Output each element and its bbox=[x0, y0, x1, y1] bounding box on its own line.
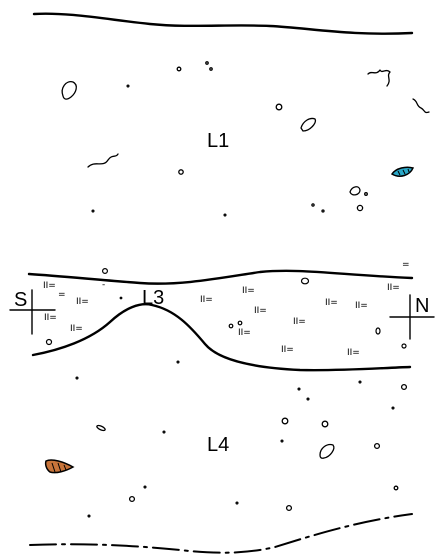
svg-text:-: - bbox=[102, 280, 105, 290]
pebble bbox=[224, 214, 226, 216]
layer-label-l3: L3 bbox=[142, 287, 164, 309]
pebble bbox=[301, 118, 315, 131]
l3-top-boundary bbox=[29, 271, 412, 284]
blue-find-icon bbox=[392, 167, 413, 176]
svg-text:II=: II= bbox=[70, 324, 83, 334]
svg-text:II=: II= bbox=[281, 345, 294, 355]
pebble bbox=[206, 62, 208, 64]
pebble bbox=[365, 193, 368, 196]
pebble bbox=[179, 170, 183, 174]
svg-text:II=: II= bbox=[387, 283, 400, 293]
pebble bbox=[312, 204, 314, 206]
l1-inclusions bbox=[62, 62, 429, 216]
root-trace bbox=[88, 154, 118, 167]
excavation-limit-line bbox=[30, 514, 412, 553]
ground-surface-line bbox=[34, 14, 412, 34]
l3-bottom-boundary bbox=[33, 304, 410, 370]
orange-find-icon bbox=[46, 460, 73, 473]
l4-inclusions bbox=[76, 361, 406, 517]
svg-text:=: = bbox=[58, 290, 66, 300]
svg-text:II=: II= bbox=[43, 281, 56, 291]
svg-text:II=: II= bbox=[242, 286, 255, 296]
svg-text:II=: II= bbox=[254, 306, 267, 316]
layer-label-l1: L1 bbox=[207, 130, 229, 152]
pebble bbox=[210, 68, 212, 70]
root-trace bbox=[368, 70, 390, 86]
svg-text:II=: II= bbox=[44, 313, 57, 323]
svg-text:II=: II= bbox=[347, 348, 360, 358]
orientation-label-north: N bbox=[415, 295, 429, 317]
svg-text:=: = bbox=[402, 260, 410, 270]
svg-text:II=: II= bbox=[293, 317, 306, 327]
pebble bbox=[92, 210, 94, 212]
svg-text:II=: II= bbox=[238, 328, 251, 338]
svg-text:II=: II= bbox=[76, 297, 89, 307]
root-trace bbox=[413, 99, 429, 113]
orientation-label-south: S bbox=[14, 289, 27, 311]
svg-text:II=: II= bbox=[325, 298, 338, 308]
pebble bbox=[276, 104, 282, 110]
pebble bbox=[322, 210, 324, 212]
svg-text:II=: II= bbox=[200, 295, 213, 305]
svg-text:II=: II= bbox=[355, 301, 368, 311]
pebble bbox=[62, 82, 76, 99]
layer-label-l4: L4 bbox=[207, 434, 229, 456]
pebble bbox=[350, 187, 360, 195]
pebble bbox=[127, 85, 129, 87]
pebble bbox=[177, 67, 181, 71]
pebble bbox=[357, 205, 362, 210]
